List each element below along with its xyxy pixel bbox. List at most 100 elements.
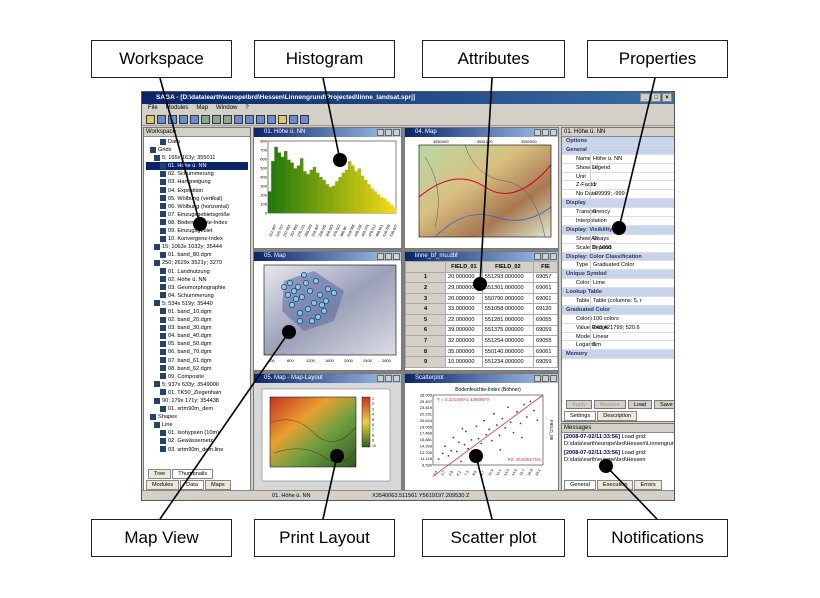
tree-item[interactable]: 01. Landnutzung	[146, 268, 248, 276]
menu-map[interactable]: Map	[196, 105, 209, 111]
table-cell[interactable]: 69059	[532, 356, 558, 368]
tree-item[interactable]: 250; 2629x 3521y; 3270	[146, 259, 248, 267]
menu-modules[interactable]: Modules	[165, 105, 189, 111]
table-cell[interactable]: 69059	[532, 324, 558, 337]
pan-icon[interactable]	[267, 115, 276, 124]
layer-down-icon[interactable]	[223, 115, 232, 124]
attr-col-header[interactable]: FIE	[532, 261, 558, 273]
menu-help[interactable]: ?	[245, 105, 249, 111]
measure-icon[interactable]	[278, 115, 287, 124]
tree-item[interactable]: 07. band_61.dgm	[146, 357, 248, 365]
tree-item[interactable]: 08. Bodenfeuchte-Index	[146, 219, 248, 227]
restore-button[interactable]: Restore	[594, 400, 626, 409]
properties-icon[interactable]	[179, 115, 188, 124]
tree-item[interactable]: 04. Schummerung	[146, 292, 248, 300]
table-cell[interactable]: 550140.000000	[481, 345, 534, 358]
tree-item[interactable]: 06. Wölbung (horizontal)	[146, 203, 248, 211]
tree-item[interactable]: 5; 937x 633y; 3549000	[146, 381, 248, 389]
tree-item[interactable]: Line	[146, 421, 248, 429]
table-cell[interactable]: 69055	[532, 313, 558, 326]
table-cell[interactable]: 69055	[532, 335, 558, 347]
table-cell[interactable]: 551375.000000	[481, 324, 534, 337]
table-cell[interactable]: 551234.000000	[481, 356, 534, 368]
table-cell[interactable]: 551058.000000	[481, 303, 534, 315]
menu-file[interactable]: File	[148, 105, 158, 111]
property-section[interactable]: Display	[562, 199, 674, 209]
table-cell[interactable]: 22.000000	[445, 313, 483, 326]
tab-tree[interactable]: Tree	[148, 469, 172, 479]
layout-icon[interactable]	[300, 115, 309, 124]
table-cell[interactable]: 4	[405, 303, 446, 315]
property-value[interactable]: ☑	[590, 234, 598, 243]
property-value[interactable]: 100 colors	[590, 314, 619, 323]
property-value[interactable]: 1	[590, 341, 596, 350]
table-cell[interactable]: 69057	[532, 271, 558, 284]
table-cell[interactable]: 3	[405, 292, 446, 305]
table-cell[interactable]: 20.000000	[445, 292, 483, 305]
table-cell[interactable]: 5	[405, 313, 446, 326]
tree-item[interactable]: 02. Schummerung	[146, 170, 248, 178]
tree-item[interactable]: 02. Höhe ü. NN	[146, 276, 248, 284]
open-icon[interactable]	[146, 115, 155, 124]
property-value[interactable]: Table (columns: 5, r	[590, 297, 642, 305]
property-value[interactable]	[590, 172, 593, 181]
table-cell[interactable]: 29.000000	[445, 282, 483, 294]
table-cell[interactable]: 2	[405, 282, 446, 294]
tab-modules[interactable]: Modules	[146, 480, 180, 490]
attr-col-header[interactable]	[405, 261, 446, 273]
tree-item[interactable]: 01. band_10.dgm	[146, 308, 248, 316]
property-row[interactable]: Show Always☑	[562, 234, 674, 244]
tab-maps[interactable]: Maps	[204, 480, 231, 490]
property-value[interactable]: 0	[590, 208, 596, 217]
property-section[interactable]: Unique Symbol	[562, 270, 674, 280]
attr-col-header[interactable]: FIELD_01	[445, 261, 483, 273]
property-section[interactable]: Options	[562, 137, 674, 146]
tree-item[interactable]: 03. srtm90m_dem.line	[146, 446, 248, 454]
tree-item[interactable]: 15; 1063x 1032y; 35444	[146, 243, 248, 251]
table-cell[interactable]: 551301.000000	[481, 282, 534, 294]
tree-item[interactable]: 04. band_40.dgm	[146, 332, 248, 340]
property-value[interactable]	[590, 217, 593, 225]
pointer-icon[interactable]	[245, 115, 254, 124]
map-icon[interactable]	[234, 115, 243, 124]
tree-item[interactable]: 01. Höhe ü. NN	[146, 162, 248, 171]
table-cell[interactable]: 20.000000	[445, 271, 483, 284]
tree-item[interactable]: Grids	[146, 146, 248, 154]
menu-window[interactable]: Window	[216, 105, 238, 111]
tab-thumbnails[interactable]: Thumbnails	[172, 469, 214, 479]
property-value[interactable]: 1	[590, 181, 596, 190]
property-value[interactable]: 243.421799; 520.6	[590, 323, 640, 332]
table-cell[interactable]: 551254.000000	[481, 335, 534, 347]
table-cell[interactable]: 32.000000	[445, 335, 483, 347]
property-value[interactable]: ☑	[590, 163, 598, 172]
apply-button[interactable]: Apply	[566, 400, 592, 409]
tree-item[interactable]: 5; 165x 163y; 355011	[146, 154, 248, 162]
zoom-icon[interactable]	[256, 115, 265, 124]
tree-item[interactable]: 07. Einzugsgebietsgröße	[146, 211, 248, 219]
tab-settings[interactable]: Settings	[564, 411, 597, 421]
property-row[interactable]: Show Legend☑	[562, 163, 674, 173]
tree-item[interactable]: 05. band_50.dgm	[146, 340, 248, 348]
tree-item[interactable]: 01. TK50_Ziegenhain	[146, 389, 248, 397]
table-cell[interactable]: 8	[405, 345, 446, 358]
property-row[interactable]: Interpolation	[562, 217, 674, 226]
tree-item[interactable]: 06. band_70.dgm	[146, 348, 248, 356]
tree-item[interactable]: 01. Isohypsen (10m)	[146, 429, 248, 437]
property-value[interactable]: Graduated Color	[590, 261, 634, 270]
property-value[interactable]: Linear	[590, 332, 609, 341]
tab-errors[interactable]: Errors	[634, 480, 662, 490]
property-section[interactable]: Lookup Table	[562, 288, 674, 298]
tab-execution[interactable]: Execution	[596, 480, 634, 490]
maximize-button[interactable]: □	[651, 93, 661, 102]
table-cell[interactable]: 69061	[532, 282, 558, 294]
property-value[interactable]: Lime	[590, 279, 605, 288]
table-cell[interactable]: 10.000000	[445, 356, 483, 368]
